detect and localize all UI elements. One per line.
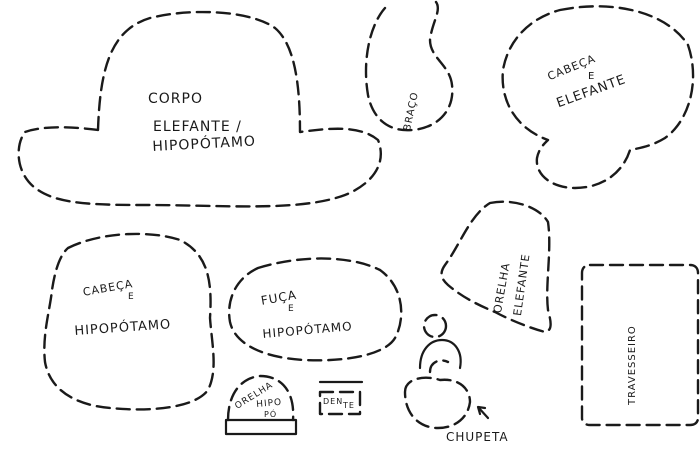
elephant-head-label-line-2: E bbox=[588, 71, 596, 82]
pacifier-mouth-outline bbox=[428, 359, 450, 374]
hippo-ear-label-line-3: PÓ bbox=[264, 410, 278, 419]
elephant-head-piece-outline bbox=[501, 5, 695, 190]
tooth-label-line-1: DEN bbox=[323, 397, 344, 406]
body-label-line-2: ELEFANTE / bbox=[153, 119, 242, 135]
hippo-snout-piece-outline bbox=[227, 257, 403, 362]
pacifier-label: CHUPETA bbox=[446, 430, 509, 444]
body-label-line-1: CORPO bbox=[148, 91, 203, 107]
pillow-piece-outline bbox=[580, 263, 700, 427]
body-piece-outline bbox=[17, 10, 382, 208]
hippo-head-label-line-2: E bbox=[128, 292, 135, 302]
arm-piece-outline bbox=[364, 0, 454, 132]
hippo-snout-label-line-2: E bbox=[288, 304, 295, 314]
pacifier-handle-outline bbox=[418, 338, 462, 370]
pillow-label: TRAVESSEIRO bbox=[627, 325, 638, 405]
pacifier-top-ring-outline bbox=[422, 313, 448, 339]
hippo-ear-base-outline bbox=[224, 418, 298, 436]
hippo-head-piece-outline bbox=[43, 232, 215, 411]
hippo-ear-piece-outline bbox=[226, 374, 295, 422]
tooth-piece-outline bbox=[318, 390, 362, 416]
tooth-label-line-2: TE bbox=[343, 401, 355, 410]
pacifier-base-outline bbox=[403, 376, 472, 430]
pacifier-pointer-arrow bbox=[476, 405, 490, 420]
elephant-ear-piece-outline bbox=[440, 200, 552, 334]
